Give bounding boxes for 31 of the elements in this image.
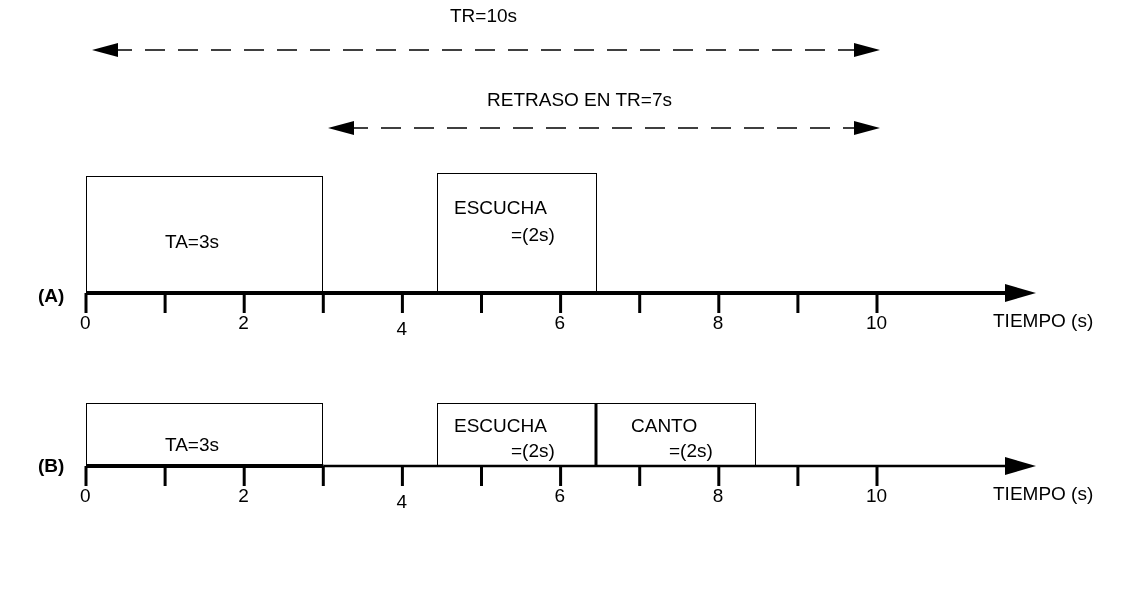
axis-label: 4: [396, 492, 407, 511]
axis-label: 10: [866, 486, 888, 505]
axis-label: 0: [80, 486, 91, 505]
block-label: TA=3s: [165, 435, 220, 454]
axis-label: 6: [554, 313, 566, 332]
time-block: [437, 173, 597, 293]
axis-label: 0: [80, 313, 91, 332]
axis-label: 2: [238, 486, 249, 505]
block-label: ESCUCHA: [454, 416, 547, 435]
block-label: =(2s): [669, 441, 713, 460]
time-block: [437, 403, 597, 466]
axis-label: TR=10s: [450, 6, 518, 25]
block-label: =(2s): [511, 225, 555, 244]
axis-label: 8: [712, 486, 724, 505]
row-label: (B): [38, 456, 65, 475]
axis-label: TIEMPO (s): [993, 311, 1094, 330]
block-label: ESCUCHA: [454, 198, 547, 217]
time-block: [86, 403, 323, 466]
axis-label: RETRASO EN TR=7s: [487, 90, 672, 109]
block-label: =(2s): [511, 441, 555, 460]
time-block: [596, 403, 756, 466]
block-label: CANTO: [631, 416, 698, 435]
axis-label: 8: [712, 313, 724, 332]
axis-label: 4: [396, 319, 407, 338]
block-label: TA=3s: [165, 232, 220, 251]
row-label: (A): [38, 286, 65, 305]
axis-label: 10: [866, 313, 888, 332]
axis-label: 6: [554, 486, 566, 505]
axis-label: 2: [238, 313, 249, 332]
time-block: [86, 176, 323, 293]
axis-label: TIEMPO (s): [993, 484, 1094, 503]
